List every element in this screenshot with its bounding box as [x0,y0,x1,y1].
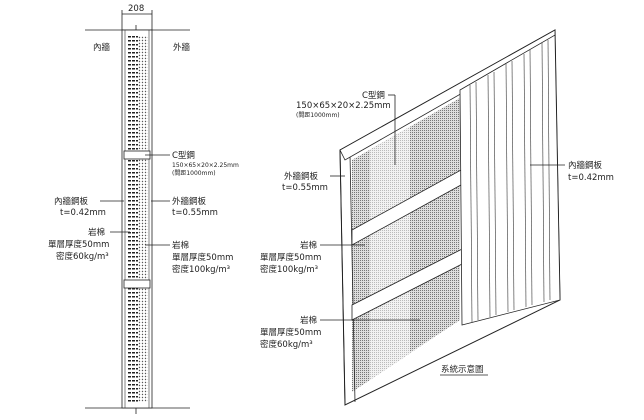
iso-wool-outer-thickness: 單層厚度50mm [260,252,321,263]
iso-wool-inner-label: 岩棉 [300,315,317,326]
iso-c-steel-spec: 150×65×20×2.25mm [296,101,391,111]
iso-c-steel-spacing: (間距1000mm) [296,112,340,119]
iso-wool-outer-label: 岩棉 [300,240,317,251]
wall-section: 208 內牆 外牆 C型鋼 150×65×20×2.25mm (間距1000mm… [48,4,239,414]
wool-outer-label: 岩棉 [172,240,189,251]
iso-outer-sheet-label: 外牆鋼板 [284,171,319,182]
iso-outer-sheet-thickness: t=0.55mm [282,183,328,193]
outer-side-label: 外牆 [173,42,191,53]
c-steel-label: C型鋼 [172,150,195,161]
wool-outer-thickness: 單層厚度50mm [172,252,233,263]
iso-wool-inner-thickness: 單層厚度50mm [260,327,321,338]
diagram-caption: 系統示意圖 [441,364,484,375]
wool-inner-label: 岩棉 [88,227,105,238]
iso-c-steel-label: C型鋼 [362,90,385,101]
c-steel-spec: 150×65×20×2.25mm [172,162,239,169]
wool-inner-density: 密度60kg/m³ [56,251,109,262]
iso-wool-outer-density: 密度100kg/m³ [260,264,318,275]
c-steel-spacing: (間距1000mm) [172,170,216,177]
outer-sheet-label: 外牆鋼板 [172,196,207,207]
rock-wool-60-layer [128,36,138,402]
inner-sheet-label: 內牆鋼板 [54,196,89,207]
iso-inner-sheet-label: 內牆鋼板 [568,160,603,171]
wool-outer-density: 密度100kg/m³ [172,264,230,275]
dimension-label: 208 [128,4,144,14]
iso-wool-inner-density: 密度60kg/m³ [260,339,313,350]
isometric-wall: C型鋼 150×65×20×2.25mm (間距1000mm) 外牆鋼板 t=0… [260,29,614,406]
inner-sheet-thickness: t=0.42mm [60,208,106,218]
wool-inner-thickness: 單層厚度50mm [48,239,109,250]
rock-wool-100-layer [138,36,148,402]
iso-inner-sheet-thickness: t=0.42mm [568,173,614,183]
inner-side-label: 內牆 [93,42,111,53]
outer-sheet-thickness: t=0.55mm [172,208,218,218]
inner-steel-sheet [459,34,561,326]
